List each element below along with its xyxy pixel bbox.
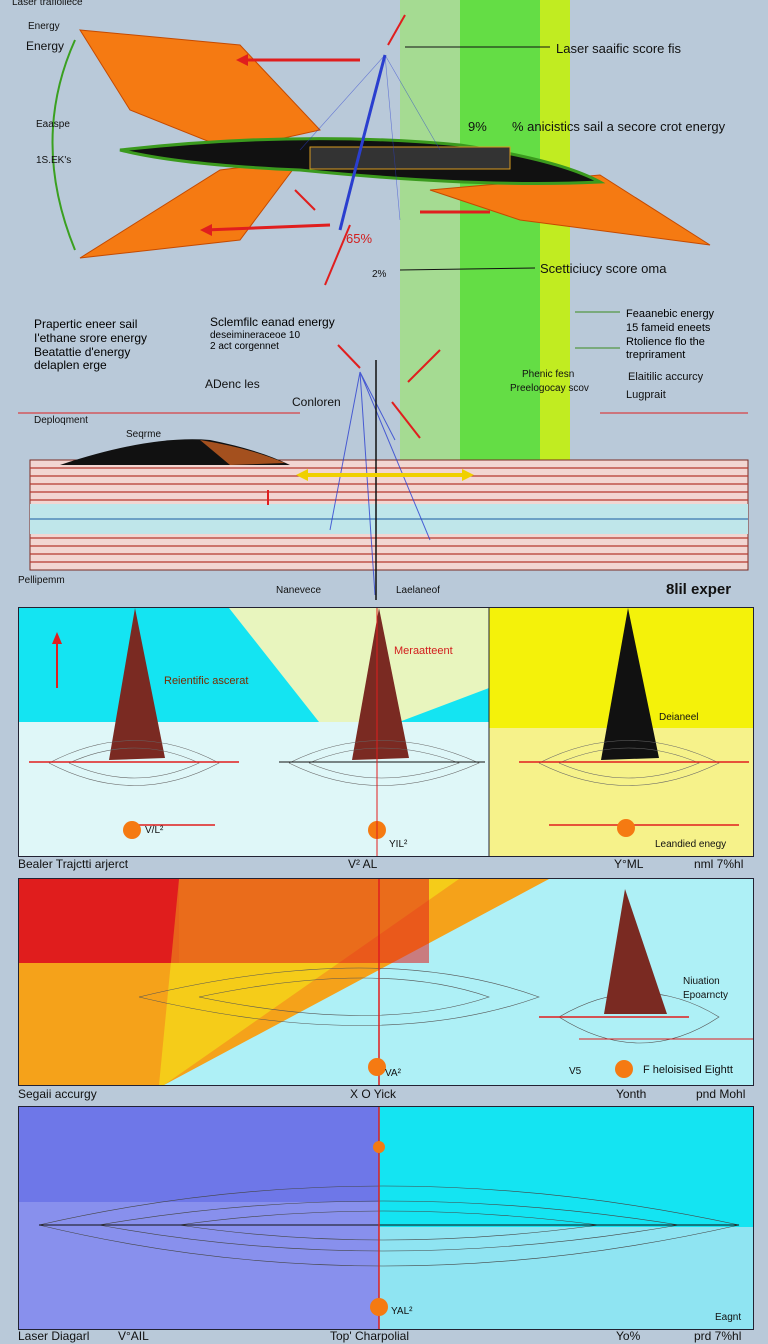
row3-top-chart: Top' Charpolial bbox=[330, 1329, 410, 1343]
panel-row-1-svg bbox=[19, 608, 753, 856]
measurement-label: Meraatteent bbox=[394, 645, 453, 657]
panel-row-3-svg bbox=[19, 1107, 753, 1329]
row2-pnd: pnd Mohl bbox=[696, 1087, 746, 1101]
leandied-label: Leandied enegy bbox=[655, 839, 727, 850]
arrow-low bbox=[204, 223, 331, 232]
green-arc bbox=[51, 39, 76, 251]
middle-beam bbox=[329, 371, 431, 596]
deianeel-label: Deianeel bbox=[659, 712, 699, 723]
seqme-label: Seqrme bbox=[126, 429, 162, 440]
row3-v-all: V°AIL bbox=[118, 1329, 149, 1343]
yellow-band-edge bbox=[540, 0, 570, 300]
v-fil-label: YIL² bbox=[389, 839, 408, 850]
row3-prd: prd 7%hl bbox=[694, 1329, 742, 1343]
phenic-label: Phenic fesn bbox=[522, 369, 575, 380]
arrow-low-head bbox=[200, 224, 212, 236]
arrow-top-head bbox=[236, 54, 248, 66]
laelaneof-label: Laelaneof bbox=[396, 585, 440, 596]
middle-yellow bbox=[540, 300, 570, 460]
row3-yo: Yo% bbox=[616, 1329, 641, 1343]
side-label-2: 1S.EK's bbox=[36, 155, 72, 166]
bil-exper-label: 8lil exper bbox=[666, 581, 732, 598]
v-a-label: VA² bbox=[385, 1068, 401, 1079]
middle-left-text: Prapertic eneer sail I'ethane srore ener… bbox=[34, 317, 148, 373]
row3-laser-diagarl: Laser Diagarl bbox=[18, 1329, 90, 1343]
hull-panel bbox=[309, 146, 511, 170]
sail-1 bbox=[109, 608, 165, 760]
val-label: YAL² bbox=[391, 1306, 413, 1317]
leader-2 bbox=[399, 267, 536, 271]
row1-v-ml: Y°ML bbox=[614, 857, 644, 871]
v-prefix-label: V5 bbox=[569, 1066, 582, 1077]
row2-xo: X O Yick bbox=[350, 1087, 397, 1101]
middle-diagram-svg bbox=[18, 300, 749, 600]
pellipemm-label: Pellipemm bbox=[18, 575, 65, 586]
deck-stripes bbox=[30, 467, 748, 563]
upper-wing bbox=[79, 29, 321, 151]
arrow-diag-1 bbox=[294, 189, 316, 211]
energy-small-label: Energy bbox=[28, 21, 60, 32]
conloren-label: Conloren bbox=[292, 395, 341, 409]
callout-mid-right: % anicistics sail a secore crot energy bbox=[512, 119, 726, 134]
arrow-top-diag bbox=[387, 14, 406, 46]
row2-segaii: Segaii accurgy bbox=[18, 1087, 97, 1101]
row1-bottom-left: Bealer Trajctti arjerct bbox=[18, 857, 129, 871]
epoarncty-label: Epoarncty bbox=[683, 990, 729, 1001]
callout-top-right: Laser saaific score fis bbox=[556, 41, 681, 56]
callout-low-right: Scetticiucy score oma bbox=[540, 261, 667, 276]
panel-row-1: Reientific ascerat Meraatteent Deianeel … bbox=[18, 607, 754, 857]
scientific-label: Reientific ascerat bbox=[164, 675, 249, 687]
top-diagram-svg bbox=[51, 0, 711, 300]
sail-4 bbox=[604, 889, 667, 1014]
pct-9-label: 9% bbox=[468, 119, 487, 134]
panel-row-2: Niuation Epoarncty V5 F heloisised Eight… bbox=[18, 878, 754, 1086]
yellow-arrows bbox=[296, 469, 474, 481]
row1-v-al: V² AL bbox=[348, 857, 378, 871]
row2-youth: Yonth bbox=[616, 1087, 647, 1101]
middle-center-text: Sclemfilc eanad energy deseimineraceoe 1… bbox=[210, 315, 335, 353]
row1-nml: nml 7%hl bbox=[694, 857, 744, 871]
elaitific-label: Elaitilic accurcy bbox=[628, 371, 704, 383]
arrow-diag-2 bbox=[324, 224, 351, 286]
sail-2 bbox=[352, 608, 409, 760]
panel-row-3: YAL² Eagnt bbox=[18, 1106, 754, 1330]
v-al-small-label: V/L² bbox=[145, 825, 164, 836]
pct-2-label: 2% bbox=[372, 269, 387, 280]
adence-label: ADenc les bbox=[205, 377, 260, 391]
eagnt-label: Eagnt bbox=[715, 1312, 742, 1323]
heloisised-label: F heloisised Eightt bbox=[643, 1064, 733, 1076]
lugprait-label: Lugprait bbox=[626, 389, 666, 401]
side-label-1: Eaaspe bbox=[36, 119, 70, 130]
panel-row-2-svg bbox=[19, 879, 753, 1085]
pct-65-label: 65% bbox=[346, 231, 373, 246]
preologocy-label: Preelogocay scov bbox=[510, 383, 589, 394]
top-title: Laser trafioliece bbox=[12, 0, 83, 8]
energy-label: Energy bbox=[26, 39, 65, 53]
deployment-label: Deploqment bbox=[34, 415, 88, 426]
niuation-label: Niuation bbox=[683, 976, 720, 987]
nanevece-label: Nanevece bbox=[276, 585, 322, 596]
middle-right-text: Feaanebic energy 15 fameid eneets Rtolie… bbox=[626, 308, 715, 362]
sail-3 bbox=[601, 608, 659, 760]
lower-wing bbox=[79, 159, 302, 259]
beam-mesh bbox=[299, 54, 441, 231]
